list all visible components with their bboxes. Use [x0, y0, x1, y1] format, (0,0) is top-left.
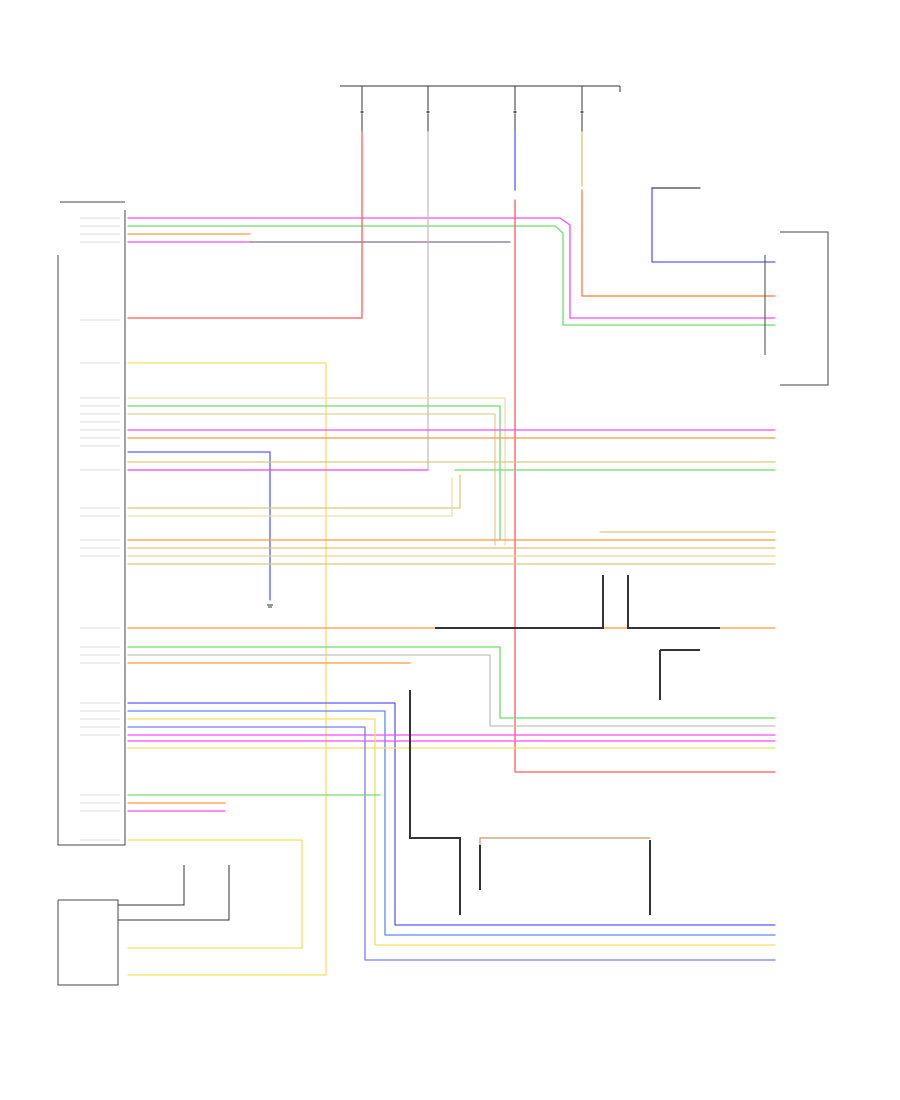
wire-blue-gnd: [127, 451, 271, 601]
dark-connectors: [409, 575, 720, 915]
wire-brown-lower: [479, 837, 651, 861]
wire-orange-fuse4: [581, 189, 776, 297]
wire-tan-414: [127, 413, 496, 546]
wire-green-top: [127, 225, 776, 326]
wire-yellow-840: [127, 839, 303, 949]
wire-tan-508: [127, 474, 461, 509]
fuse-3: [513, 86, 517, 132]
wire-gray-fuse2: [127, 131, 429, 471]
wire-green-647: [127, 646, 776, 719]
wire-tan-516: [127, 477, 453, 517]
wire-pink-top: [127, 217, 776, 319]
wire-yellow-719: [127, 718, 776, 946]
module-pin-labels: [80, 217, 120, 841]
wire-gray-655: [127, 654, 776, 727]
wire-yellow-main: [127, 362, 327, 976]
wire-blue-711: [127, 710, 776, 936]
wire-violet-727: [127, 726, 776, 961]
fuse-4: [580, 86, 584, 132]
fuse-bus: [340, 85, 621, 92]
ground-symbols: [267, 604, 273, 608]
wire-blue-right: [651, 187, 776, 263]
wire-tan-398: [127, 397, 506, 546]
fuse-2: [426, 86, 430, 132]
wire-green-406: [127, 405, 501, 541]
audio-control-module: [57, 201, 126, 846]
wires: [127, 131, 776, 976]
antenna-module: [57, 865, 230, 986]
wire-blue-703: [127, 702, 776, 926]
fuse-1: [360, 86, 364, 132]
right-module: [764, 231, 829, 386]
wire-red-long: [514, 199, 776, 773]
wire-red-fuse1: [127, 131, 363, 319]
